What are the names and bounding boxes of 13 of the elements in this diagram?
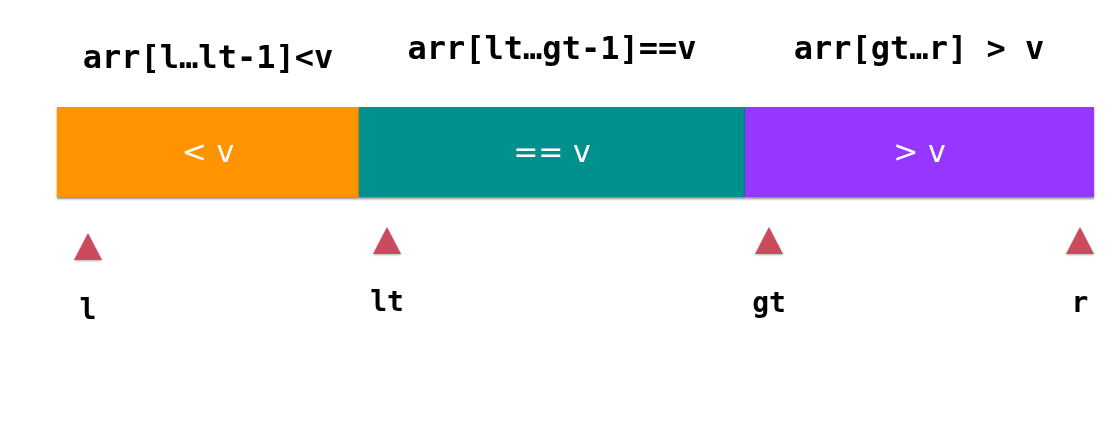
- range-heading: arr[lt…gt-1]==v: [407, 29, 697, 67]
- pointer-label: l: [79, 292, 97, 328]
- segment-label: > v: [893, 137, 946, 167]
- segment-label: == v: [513, 137, 591, 167]
- range-segment: [745, 107, 1094, 197]
- pointer-label: r: [1071, 285, 1089, 321]
- range-segment: [359, 107, 745, 197]
- pointer-label: gt: [752, 285, 786, 321]
- segment-label: < v: [181, 137, 235, 167]
- range-segment: [57, 107, 359, 197]
- range-heading: arr[gt…r] > v: [793, 29, 1045, 67]
- pointer-label: lt: [370, 284, 404, 320]
- range-heading: arr[l…lt-1]<v: [82, 38, 334, 76]
